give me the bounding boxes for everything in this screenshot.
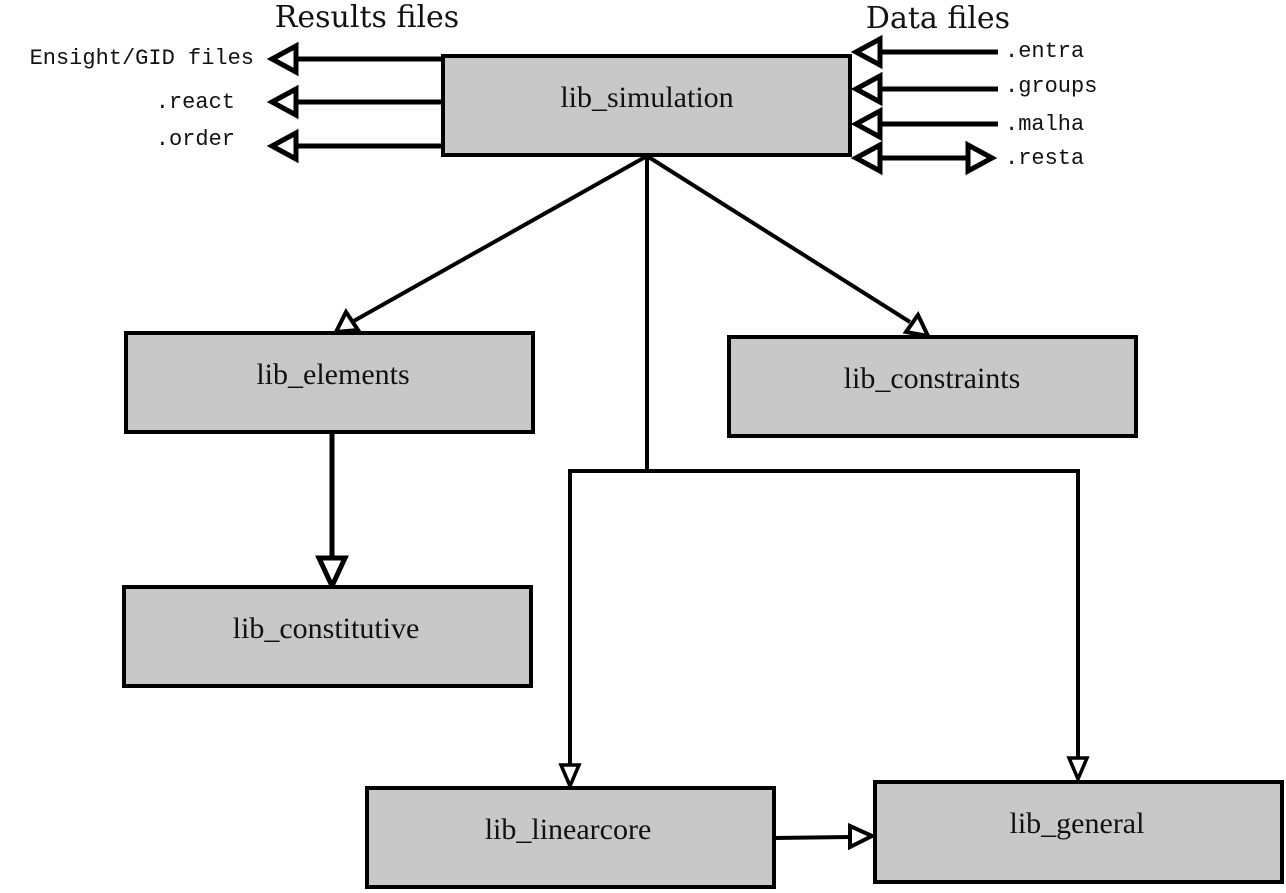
result-file-arrow-order — [266, 128, 443, 164]
edge-simulation-to-elements — [332, 154, 648, 335]
open-arrowhead-icon — [266, 41, 299, 77]
module-label: lib_constitutive — [233, 612, 420, 645]
module-lib-simulation: lib_simulation — [441, 54, 852, 157]
data-file-arrow-malha — [850, 106, 998, 142]
open-arrowhead-icon — [1066, 756, 1090, 784]
data-file-arrow-entra — [850, 34, 998, 70]
module-label: lib_general — [1010, 807, 1145, 840]
result-file-arrow-ensight — [266, 41, 443, 77]
edge-line — [351, 154, 648, 324]
open-arrowhead-icon — [266, 128, 299, 164]
open-arrowhead-icon — [902, 311, 932, 339]
module-label: lib_elements — [256, 358, 409, 391]
module-label: lib_linearcore — [485, 813, 652, 846]
open-arrowhead-icon — [848, 822, 877, 851]
open-arrowhead-icon — [266, 84, 299, 120]
module-lib-constraints: lib_constraints — [727, 335, 1138, 438]
module-lib-linearcore: lib_linearcore — [365, 786, 776, 889]
module-lib-general: lib_general — [873, 780, 1284, 884]
result-file-label: Ensight/GID files — [30, 46, 254, 71]
module-label: lib_constraints — [844, 362, 1021, 395]
module-box — [124, 331, 535, 434]
module-label: lib_simulation — [560, 81, 733, 114]
open-arrowhead-icon — [332, 308, 362, 335]
data-file-arrow-groups — [850, 71, 998, 107]
module-box — [365, 786, 776, 889]
result-file-arrow-react — [266, 84, 443, 120]
edge-line — [568, 469, 647, 768]
data-file-label: .groups — [1005, 74, 1097, 99]
result-file-label: .react — [156, 90, 235, 115]
open-arrowhead-icon — [850, 140, 883, 176]
data-file-label: .resta — [1005, 146, 1084, 171]
results-files-header: Results files — [275, 0, 459, 35]
open-arrowhead-icon — [850, 106, 883, 142]
edge-line — [773, 835, 851, 840]
module-box — [441, 54, 852, 157]
module-box — [122, 585, 533, 688]
edge-elements-to-constitutive — [315, 432, 349, 592]
result-file-label: .order — [156, 127, 235, 152]
edge-simulation-to-linearcore-and-general — [558, 156, 1090, 791]
open-arrowhead-icon — [558, 763, 582, 791]
data-files-header: Data files — [866, 1, 1010, 36]
module-lib-constitutive: lib_constitutive — [122, 585, 533, 688]
open-arrowhead-icon — [315, 555, 349, 592]
data-file-label: .entra — [1005, 39, 1084, 64]
edge-line — [647, 469, 1080, 758]
edge-simulation-to-constraints — [645, 154, 932, 339]
open-arrowhead-icon — [965, 140, 998, 176]
module-box — [873, 780, 1284, 884]
module-box — [727, 335, 1138, 438]
data-file-label: .malha — [1005, 112, 1084, 137]
edge-linearcore-to-general — [773, 822, 877, 851]
open-arrowhead-icon — [850, 71, 883, 107]
module-lib-elements: lib_elements — [124, 331, 535, 434]
edge-line — [645, 154, 912, 324]
data-file-arrow-resta-bidirectional — [850, 140, 998, 176]
open-arrowhead-icon — [850, 34, 883, 70]
